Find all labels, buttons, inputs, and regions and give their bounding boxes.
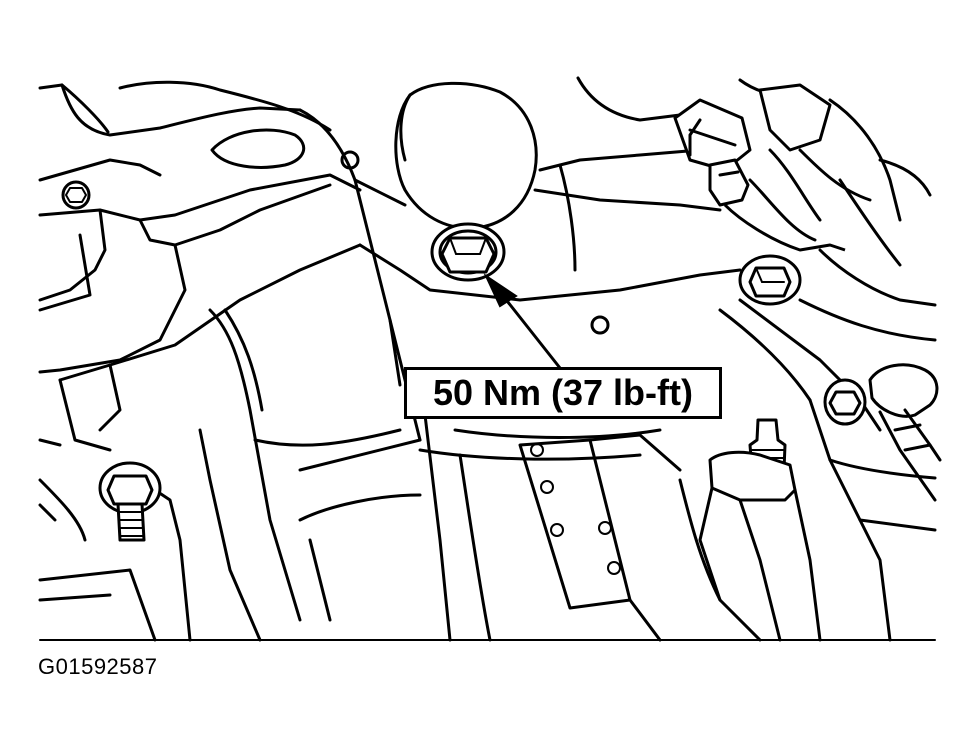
tube-assembly	[718, 298, 942, 642]
leader-arrow	[483, 273, 562, 370]
right-bolt	[738, 254, 802, 306]
tube-bolt	[823, 378, 867, 426]
left-stud	[98, 461, 162, 542]
engine-block-body	[38, 108, 742, 642]
left-housing	[38, 80, 362, 452]
center-bolt	[430, 222, 506, 282]
figure-id-label: G01592587	[38, 654, 158, 679]
sensor-connector	[576, 76, 937, 342]
small-holes	[340, 150, 610, 335]
bolt-upper-left	[61, 180, 91, 210]
stud-fitting	[678, 418, 822, 642]
round-cap	[394, 81, 538, 230]
torque-callout-text: 50 Nm (37 lb-ft)	[432, 372, 694, 413]
torque-callout: 50 Nm (37 lb-ft)	[404, 367, 722, 419]
bottom-plate	[518, 433, 682, 642]
